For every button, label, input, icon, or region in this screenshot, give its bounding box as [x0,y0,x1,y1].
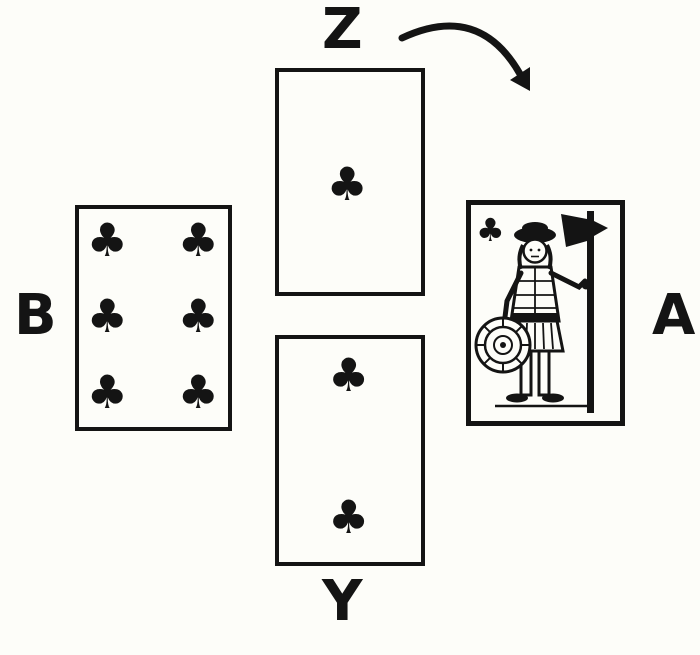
corner-club-icon: ♣ [476,211,505,249]
club-pip-icon: ♣ [177,288,219,343]
card-bottom-two-of-clubs: ♣ ♣ [275,335,425,566]
club-pip-icon: ♣ [327,490,370,545]
label-b: B [14,283,57,348]
club-pip-icon: ♣ [86,212,128,267]
label-y: Y [322,569,363,634]
label-z: Z [322,0,363,62]
label-a: A [652,283,696,348]
club-pip-icon: ♣ [177,365,219,420]
club-pip-icon: ♣ [326,157,368,212]
jack-of-clubs-illustration: ♣ [474,211,608,413]
card-right-jack-of-clubs: ♣ [466,200,625,426]
card-top-ace-of-clubs: ♣ [275,68,425,296]
club-pip-icon: ♣ [86,365,128,420]
jack-figure [495,222,591,408]
club-pip-icon: ♣ [86,288,128,343]
halberd-icon [561,211,608,413]
club-pip-icon: ♣ [177,212,219,267]
curved-arrow-icon [398,22,530,91]
card-left-six-of-clubs: ♣ ♣ ♣ ♣ ♣ ♣ [75,205,232,431]
shield-icon [474,316,532,374]
club-pip-icon: ♣ [327,347,370,402]
